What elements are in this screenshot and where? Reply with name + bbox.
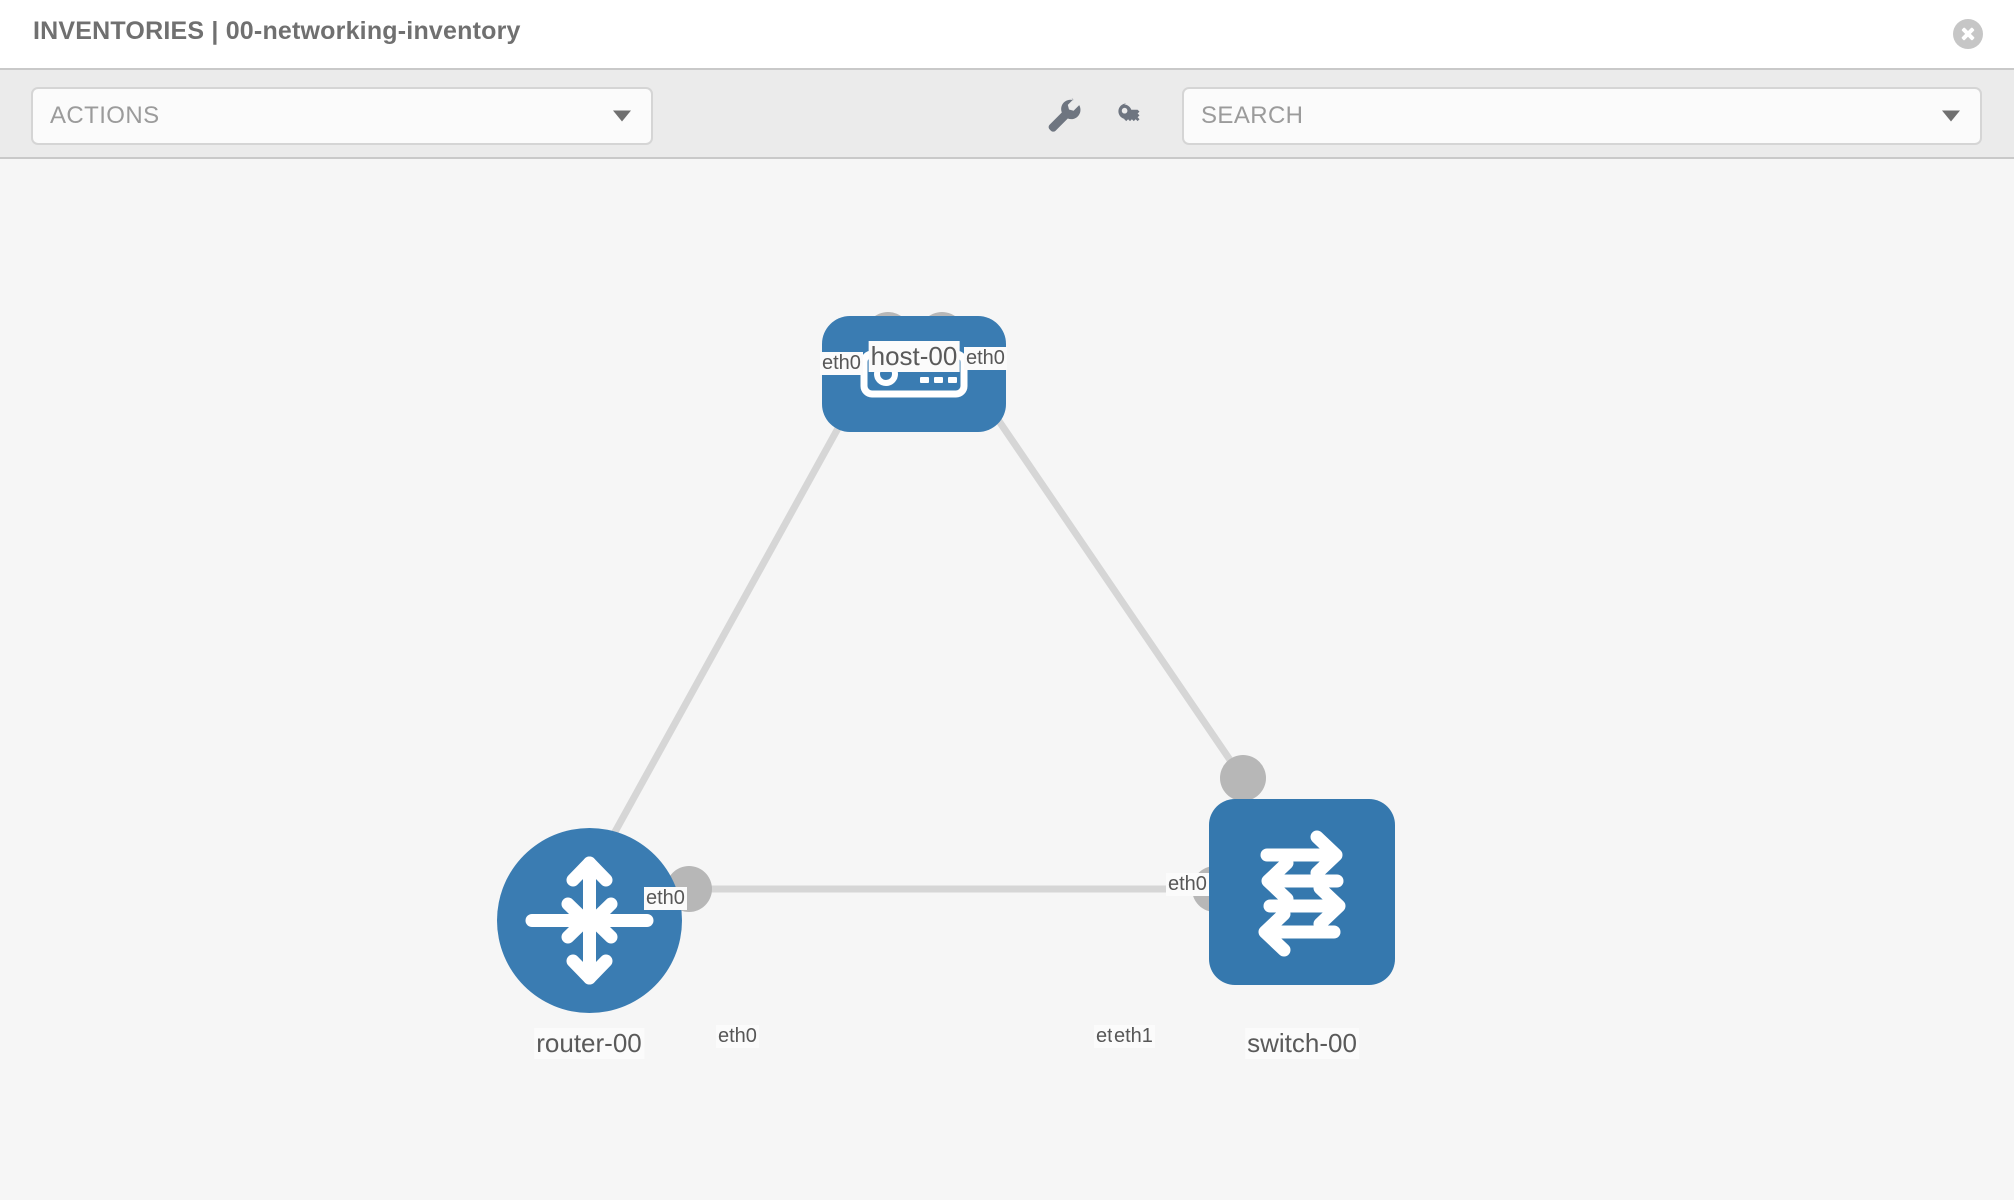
search-input-label: SEARCH <box>1201 102 1304 129</box>
topology-node-label-host-00: host-00 <box>868 341 960 372</box>
actions-dropdown[interactable]: ACTIONS <box>31 87 653 145</box>
edge-label-router00-host-eth0: eth0 <box>644 887 687 910</box>
key-icon[interactable] <box>1111 95 1153 137</box>
edge-label-host00-eth0-left: eth0 <box>820 352 863 375</box>
edge-label-host00-eth0-right: eth0 <box>964 347 1007 370</box>
topology-node-label-switch-00: switch-00 <box>1245 1028 1359 1059</box>
chevron-down-icon <box>613 110 631 122</box>
page-header: INVENTORIES | 00-networking-inventory <box>0 0 2014 68</box>
page-title: INVENTORIES | 00-networking-inventory <box>33 17 521 45</box>
router-icon <box>525 856 654 985</box>
edge-label-switch00-eth1: eth1 <box>1112 1025 1155 1048</box>
actions-dropdown-label: ACTIONS <box>50 102 160 129</box>
connector-switch00-top <box>1220 755 1266 801</box>
topology-node-router-00[interactable] <box>497 828 682 1013</box>
topology-node-label-router-00: router-00 <box>534 1028 644 1059</box>
chevron-down-icon <box>1942 110 1960 122</box>
wrench-icon[interactable] <box>1043 95 1085 137</box>
toolbar: ACTIONS SEARCH <box>0 68 2014 159</box>
topology-canvas[interactable]: host-00 router-00 switch-00 eth0 eth0 et… <box>0 159 2014 1200</box>
search-input[interactable]: SEARCH <box>1182 87 1982 145</box>
topology-node-switch-00[interactable] <box>1209 799 1395 985</box>
topology-graph <box>596 312 1266 912</box>
switch-icon <box>1258 830 1346 957</box>
edge-label-switch00-host-eth0: eth0 <box>1166 873 1209 896</box>
edge-label-router00-eth0: eth0 <box>716 1025 759 1048</box>
close-icon[interactable] <box>1953 19 1983 49</box>
